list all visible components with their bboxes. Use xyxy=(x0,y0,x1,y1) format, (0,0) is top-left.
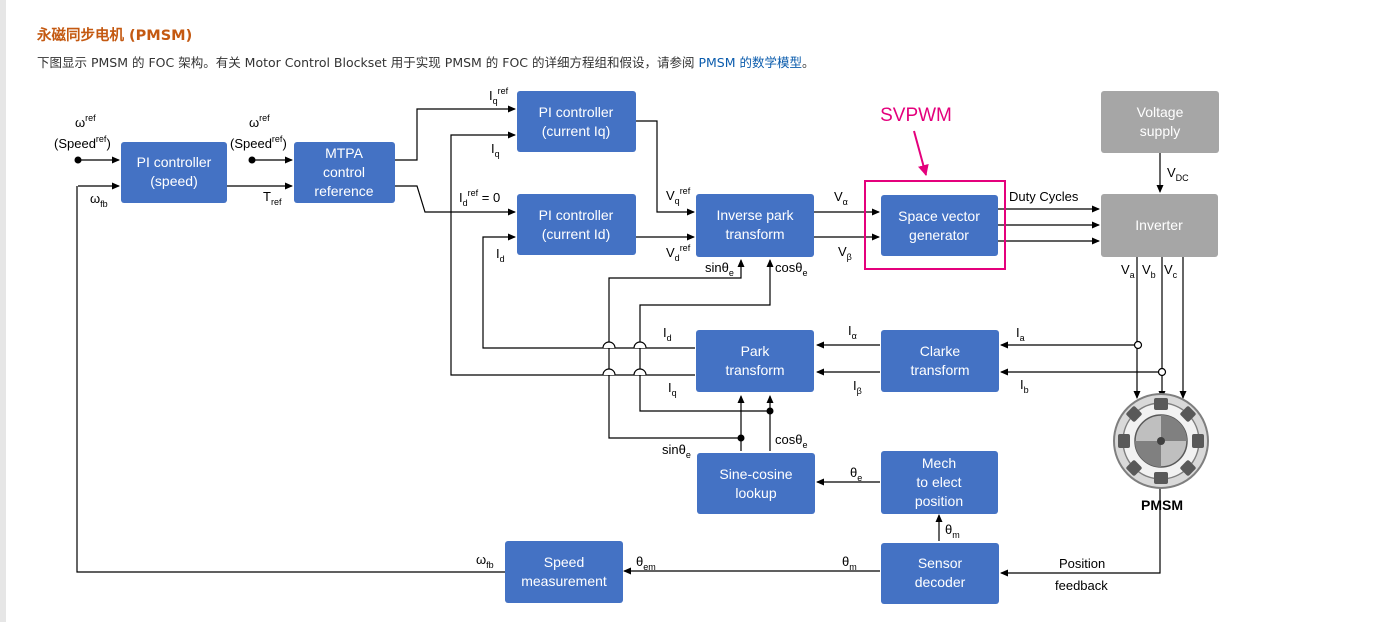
svg-text:Vdref: Vdref xyxy=(666,243,691,263)
svg-text:Ia: Ia xyxy=(1016,325,1025,343)
block-clarke: Clarke transform xyxy=(881,330,999,392)
svg-text:SVPWM: SVPWM xyxy=(880,105,952,126)
svg-text:transform: transform xyxy=(725,226,784,242)
svg-text:measurement: measurement xyxy=(521,573,607,589)
svg-text:Sensor: Sensor xyxy=(918,555,963,571)
svg-text:sinθe: sinθe xyxy=(705,260,734,278)
svg-text:transform: transform xyxy=(910,362,969,378)
svg-text:Space vector: Space vector xyxy=(898,208,980,224)
block-park: Park transform xyxy=(696,330,814,392)
svg-text:θm: θm xyxy=(945,522,960,540)
svg-text:decoder: decoder xyxy=(915,574,966,590)
block-voltage-supply: Voltage supply xyxy=(1101,91,1219,153)
svg-text:to elect: to elect xyxy=(916,474,961,490)
intro-paragraph: 下图显示 PMSM 的 FOC 架构。有关 Motor Control Bloc… xyxy=(37,52,815,71)
svg-text:transform: transform xyxy=(725,362,784,378)
svg-text:Mech: Mech xyxy=(922,455,956,471)
svg-text:control: control xyxy=(323,164,365,180)
svg-text:Inverter: Inverter xyxy=(1135,217,1183,233)
svg-text:feedback: feedback xyxy=(1055,578,1108,593)
svg-text:ωfb: ωfb xyxy=(90,191,108,209)
svg-text:Id: Id xyxy=(663,325,672,343)
svg-text:Position: Position xyxy=(1059,556,1105,571)
svg-text:PI controller: PI controller xyxy=(539,104,614,120)
svg-text:Iβ: Iβ xyxy=(853,378,862,396)
pmsm-motor-icon xyxy=(1113,393,1209,489)
svg-text:ωfb: ωfb xyxy=(476,552,494,570)
svg-text:Inverse park: Inverse park xyxy=(716,207,794,223)
svg-text:Vc: Vc xyxy=(1164,262,1178,280)
svg-text:reference: reference xyxy=(314,183,373,199)
svg-text:Vβ: Vβ xyxy=(838,244,852,262)
svg-text:MTPA: MTPA xyxy=(325,145,364,161)
svg-text:Iq: Iq xyxy=(491,141,500,159)
svg-text:Sine-cosine: Sine-cosine xyxy=(719,466,792,482)
pmsm-model-link[interactable]: PMSM 的数学模型 xyxy=(698,55,803,70)
block-pi-iq: PI controller (current Iq) xyxy=(517,91,636,152)
block-inverter: Inverter xyxy=(1101,194,1218,257)
svg-text:position: position xyxy=(915,493,963,509)
svg-text:Iα: Iα xyxy=(848,323,857,341)
svg-text:PI controller: PI controller xyxy=(137,154,212,170)
section-heading: 永磁同步电机 (PMSM) xyxy=(37,28,193,44)
svg-text:ωref: ωref xyxy=(249,113,270,130)
svg-text:Va: Va xyxy=(1121,262,1135,280)
svg-text:θem: θem xyxy=(636,554,656,572)
svg-text:sinθe: sinθe xyxy=(662,442,691,460)
svg-text:(speed): (speed) xyxy=(150,173,197,189)
svg-text:Vqref: Vqref xyxy=(666,186,691,206)
svg-text:cosθe: cosθe xyxy=(775,432,807,450)
signal-labels: ωref (Speedref) ωfb ωref (Speedref) Tref… xyxy=(54,86,1189,593)
block-mech-to-elect: Mech to elect position xyxy=(881,451,998,514)
block-sine-cosine-lookup: Sine-cosine lookup xyxy=(697,453,815,514)
svg-text:Vb: Vb xyxy=(1142,262,1156,280)
svg-text:Tref: Tref xyxy=(263,189,282,207)
svg-text:generator: generator xyxy=(909,227,969,243)
svg-text:PI controller: PI controller xyxy=(539,207,614,223)
svg-text:Park: Park xyxy=(741,343,771,359)
svg-text:Clarke: Clarke xyxy=(920,343,961,359)
svg-text:Ib: Ib xyxy=(1020,377,1029,395)
block-space-vector-generator: Space vector generator xyxy=(864,180,1006,270)
svg-text:Iq: Iq xyxy=(668,380,677,398)
svg-text:Voltage: Voltage xyxy=(1137,104,1184,120)
page-left-border xyxy=(0,0,6,622)
pmsm-label: PMSM xyxy=(1141,497,1183,513)
svg-text:θe: θe xyxy=(850,465,862,483)
block-mtpa: MTPA control reference xyxy=(294,142,395,203)
svpwm-highlight-box xyxy=(864,180,1006,270)
intro-prefix: 下图显示 PMSM 的 FOC 架构。有关 Motor Control Bloc… xyxy=(37,55,699,70)
block-sensor-decoder: Sensor decoder xyxy=(881,543,999,604)
svg-text:(current Id): (current Id) xyxy=(542,226,610,242)
svg-text:θm: θm xyxy=(842,554,857,572)
svg-text:Vα: Vα xyxy=(834,189,848,207)
block-inverse-park: Inverse park transform xyxy=(696,194,814,257)
svg-text:(Speedref): (Speedref) xyxy=(230,134,287,151)
svg-text:(Speedref): (Speedref) xyxy=(54,134,111,151)
block-pi-id: PI controller (current Id) xyxy=(517,194,636,255)
svg-text:Duty Cycles: Duty Cycles xyxy=(1009,189,1079,204)
svg-text:(current Iq): (current Iq) xyxy=(542,123,610,139)
svg-text:VDC: VDC xyxy=(1167,165,1189,183)
block-speed-measurement: Speed measurement xyxy=(505,541,623,603)
signal-wires xyxy=(74,105,1187,577)
svg-text:ωref: ωref xyxy=(75,113,96,130)
svg-text:supply: supply xyxy=(1140,123,1180,139)
svg-text:cosθe: cosθe xyxy=(775,260,807,278)
svg-text:Iqref: Iqref xyxy=(489,86,509,106)
svg-text:Id: Id xyxy=(496,246,505,264)
svg-text:Speed: Speed xyxy=(544,554,584,570)
block-pi-speed: PI controller (speed) xyxy=(121,142,227,203)
svg-text:Idref = 0: Idref = 0 xyxy=(459,188,500,208)
intro-suffix: 。 xyxy=(802,55,815,70)
svpwm-annotation: SVPWM xyxy=(880,105,952,176)
svg-text:lookup: lookup xyxy=(735,485,776,501)
